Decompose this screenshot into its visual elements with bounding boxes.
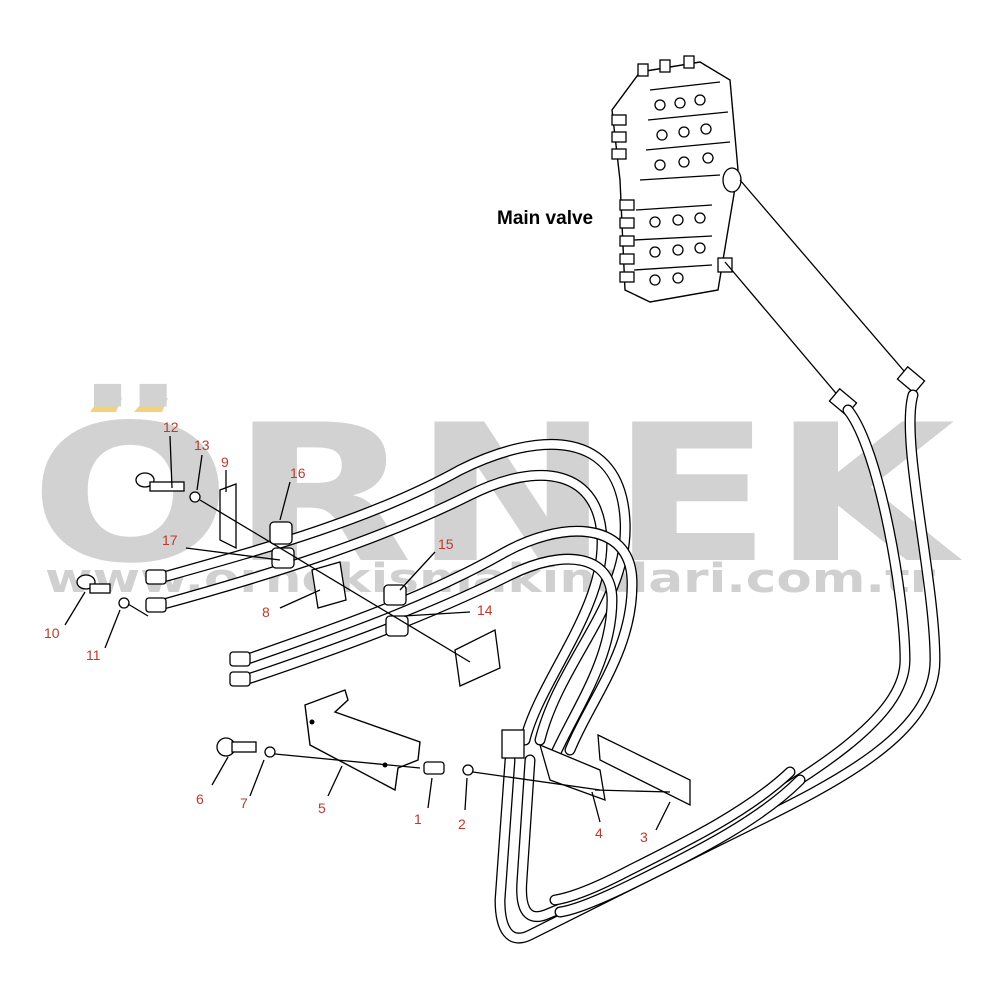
callout-6: 6: [196, 791, 204, 807]
leader-lines: [64, 435, 671, 831]
assembly-lines: [127, 499, 671, 793]
callouts: 1 2 3 4 5 6 7 8 9 10 11 12 13 14 15 16 1…: [44, 419, 648, 845]
callout-15: 15: [438, 536, 454, 552]
callout-2: 2: [458, 816, 466, 832]
callout-3: 3: [640, 829, 648, 845]
callout-4: 4: [595, 825, 603, 841]
callout-11: 11: [86, 647, 101, 663]
main-valve-label: Main valve: [497, 208, 593, 229]
callout-17: 17: [162, 532, 178, 548]
callout-8: 8: [262, 604, 270, 620]
watermark-accent-right: [134, 398, 168, 412]
hoses-right: [494, 179, 941, 944]
main-valve: [611, 55, 742, 303]
callout-7: 7: [240, 795, 248, 811]
bracket-plate: [304, 689, 421, 792]
callout-10: 10: [44, 625, 60, 641]
callout-14: 14: [477, 602, 493, 618]
watermark-accent-left: [90, 398, 122, 412]
hoses-middle: [145, 438, 638, 761]
callout-9: 9: [221, 454, 229, 470]
callout-1: 1: [414, 811, 422, 827]
callout-13: 13: [194, 437, 210, 453]
callout-5: 5: [318, 800, 326, 816]
hardware: [76, 472, 474, 776]
callout-16: 16: [290, 465, 306, 481]
callout-12: 12: [163, 419, 179, 435]
